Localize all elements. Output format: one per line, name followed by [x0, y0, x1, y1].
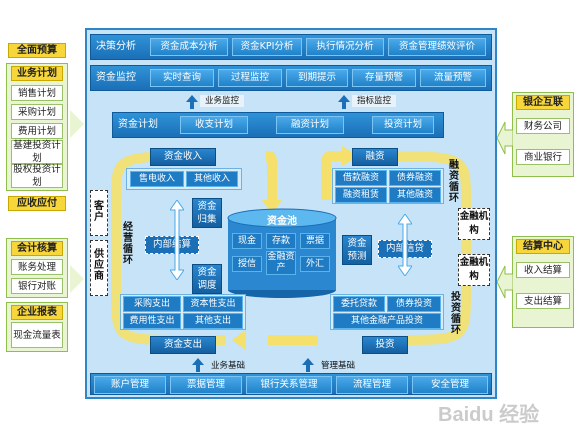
monitor-realtime-query[interactable]: 实时查询 — [150, 69, 214, 87]
biz-monitor-tag: 业务监控 — [200, 95, 244, 107]
financing-item-loan: 借款融资 — [335, 170, 387, 186]
cycle-rings — [111, 146, 471, 350]
operating-cycle-label: 经营循环 — [123, 222, 133, 266]
monitor-due-alert[interactable]: 到期提示 — [286, 69, 348, 87]
pool-item-forex: 外汇 — [300, 256, 330, 272]
accounting-item-books: 账务处理 — [11, 259, 63, 275]
plan-financing[interactable]: 融资计划 — [276, 116, 344, 134]
fund-dispatch[interactable]: 资金调度 — [192, 264, 222, 294]
biz-plan-item-equity: 股权投资计划 — [11, 164, 63, 188]
expense-item-other: 其他支出 — [183, 313, 243, 329]
decision-kpi-analysis[interactable]: 资金KPI分析 — [232, 38, 302, 56]
decision-performance-eval[interactable]: 资金管理绩效评价 — [388, 38, 486, 56]
internal-settle-arrow-icon — [170, 200, 184, 280]
fin-inst-bottom-box: 金融机构 — [458, 254, 490, 286]
left-arrow-plan — [70, 110, 84, 138]
supplier-label: 供应商 — [94, 249, 104, 282]
fin-inst-top-box: 金融机构 — [458, 208, 490, 240]
pool-item-cash: 现金 — [232, 233, 262, 249]
monitor-process[interactable]: 过程监控 — [218, 69, 282, 87]
plan-income-expense[interactable]: 收支计划 — [180, 116, 248, 134]
pool-item-bill: 票据 — [300, 233, 330, 249]
accounting-item-reconcile: 银行对账 — [11, 278, 63, 294]
internal-credit-arrow-icon — [398, 214, 412, 276]
investment-title[interactable]: 投资 — [362, 336, 408, 354]
expense-title[interactable]: 资金支出 — [150, 336, 216, 354]
biz-plan-item-capex: 基建投资计划 — [11, 140, 63, 164]
settle-item-income: 收入结算 — [516, 262, 570, 278]
fund-pool-title: 资金池 — [267, 216, 297, 227]
decision-label: 决策分析 — [96, 41, 136, 52]
base-bill-mgmt[interactable]: 票据管理 — [170, 376, 242, 394]
base-account-mgmt[interactable]: 账户管理 — [94, 376, 166, 394]
investment-item-other: 其他金融产品投资 — [333, 313, 441, 329]
income-item-other: 其他收入 — [186, 171, 238, 187]
settle-item-expense: 支出结算 — [516, 293, 570, 309]
accounting-head: 会计核算 — [11, 241, 63, 256]
fund-gather[interactable]: 资金归集 — [192, 198, 222, 228]
internal-settle-box: 内部结算 — [145, 236, 199, 254]
idx-monitor-tag: 指标监控 — [352, 95, 396, 107]
right-arrow-bank — [497, 121, 513, 155]
biz-plan-item-expense: 费用计划 — [11, 123, 63, 139]
mgmt-base-tag: 管理基础 — [320, 361, 355, 371]
fund-forecast[interactable]: 资金预测 — [342, 235, 372, 265]
biz-monitor-arrow-icon — [186, 95, 198, 109]
financing-item-lease: 融资租赁 — [335, 187, 387, 203]
customer-box: 客户 — [90, 190, 108, 236]
decision-execution-analysis[interactable]: 执行情况分析 — [306, 38, 384, 56]
monitor-flow-warning[interactable]: 流量预警 — [420, 69, 486, 87]
income-item-power-sales: 售电收入 — [130, 171, 184, 187]
receivable-label: 应收应付 — [8, 196, 66, 211]
fund-pool-cylinder — [227, 208, 337, 298]
base-process-mgmt[interactable]: 流程管理 — [336, 376, 408, 394]
pool-item-fin-asset: 金融资产 — [266, 251, 296, 275]
investing-cycle-label: 投资循环 — [451, 292, 461, 336]
biz-plan-head: 业务计划 — [11, 66, 63, 81]
expense-item-opex: 费用性支出 — [123, 313, 181, 329]
budget-label: 全面预算 — [8, 43, 66, 58]
base-security-mgmt[interactable]: 安全管理 — [412, 376, 488, 394]
pool-item-deposit: 存款 — [266, 233, 296, 249]
bank-item-commercial: 商业银行 — [516, 149, 570, 165]
watermark: Baidu 经验 — [438, 404, 540, 426]
biz-base-arrow-icon — [192, 358, 204, 372]
financing-item-other: 其他融资 — [389, 187, 441, 203]
biz-base-tag: 业务基础 — [210, 361, 245, 371]
report-head: 企业报表 — [11, 305, 63, 320]
investment-item-entrusted-loan: 委托贷款 — [333, 296, 385, 312]
mgmt-base-arrow-icon — [302, 358, 314, 372]
bank-item-finance-co: 财务公司 — [516, 118, 570, 134]
biz-plan-item-purchase: 采购计划 — [11, 104, 63, 120]
pool-item-credit: 授信 — [232, 256, 262, 272]
report-item-cashflow: 现金流量表 — [11, 322, 63, 348]
financing-title[interactable]: 融资 — [352, 148, 398, 166]
left-arrow-accounting — [70, 265, 84, 293]
income-title[interactable]: 资金收入 — [150, 148, 216, 166]
decision-cost-analysis[interactable]: 资金成本分析 — [150, 38, 228, 56]
plan-investment[interactable]: 投资计划 — [372, 116, 434, 134]
monitor-label: 资金监控 — [96, 72, 136, 83]
bank-head: 银企互联 — [516, 95, 570, 110]
expense-item-purchase: 采购支出 — [123, 296, 181, 312]
biz-plan-item-sales: 销售计划 — [11, 85, 63, 101]
base-bank-relation-mgmt[interactable]: 银行关系管理 — [246, 376, 332, 394]
customer-label: 客户 — [94, 201, 104, 223]
supplier-box: 供应商 — [90, 240, 108, 296]
idx-monitor-arrow-icon — [338, 95, 350, 109]
right-arrow-settle — [497, 265, 513, 299]
financing-item-bond: 债券融资 — [389, 170, 441, 186]
expense-item-capex: 资本性支出 — [183, 296, 243, 312]
monitor-stock-warning[interactable]: 存量预警 — [352, 69, 416, 87]
financing-cycle-label: 融资循环 — [449, 160, 459, 204]
plan-label: 资金计划 — [118, 119, 158, 130]
investment-item-bond: 债券投资 — [387, 296, 441, 312]
settle-head: 结算中心 — [516, 239, 570, 254]
